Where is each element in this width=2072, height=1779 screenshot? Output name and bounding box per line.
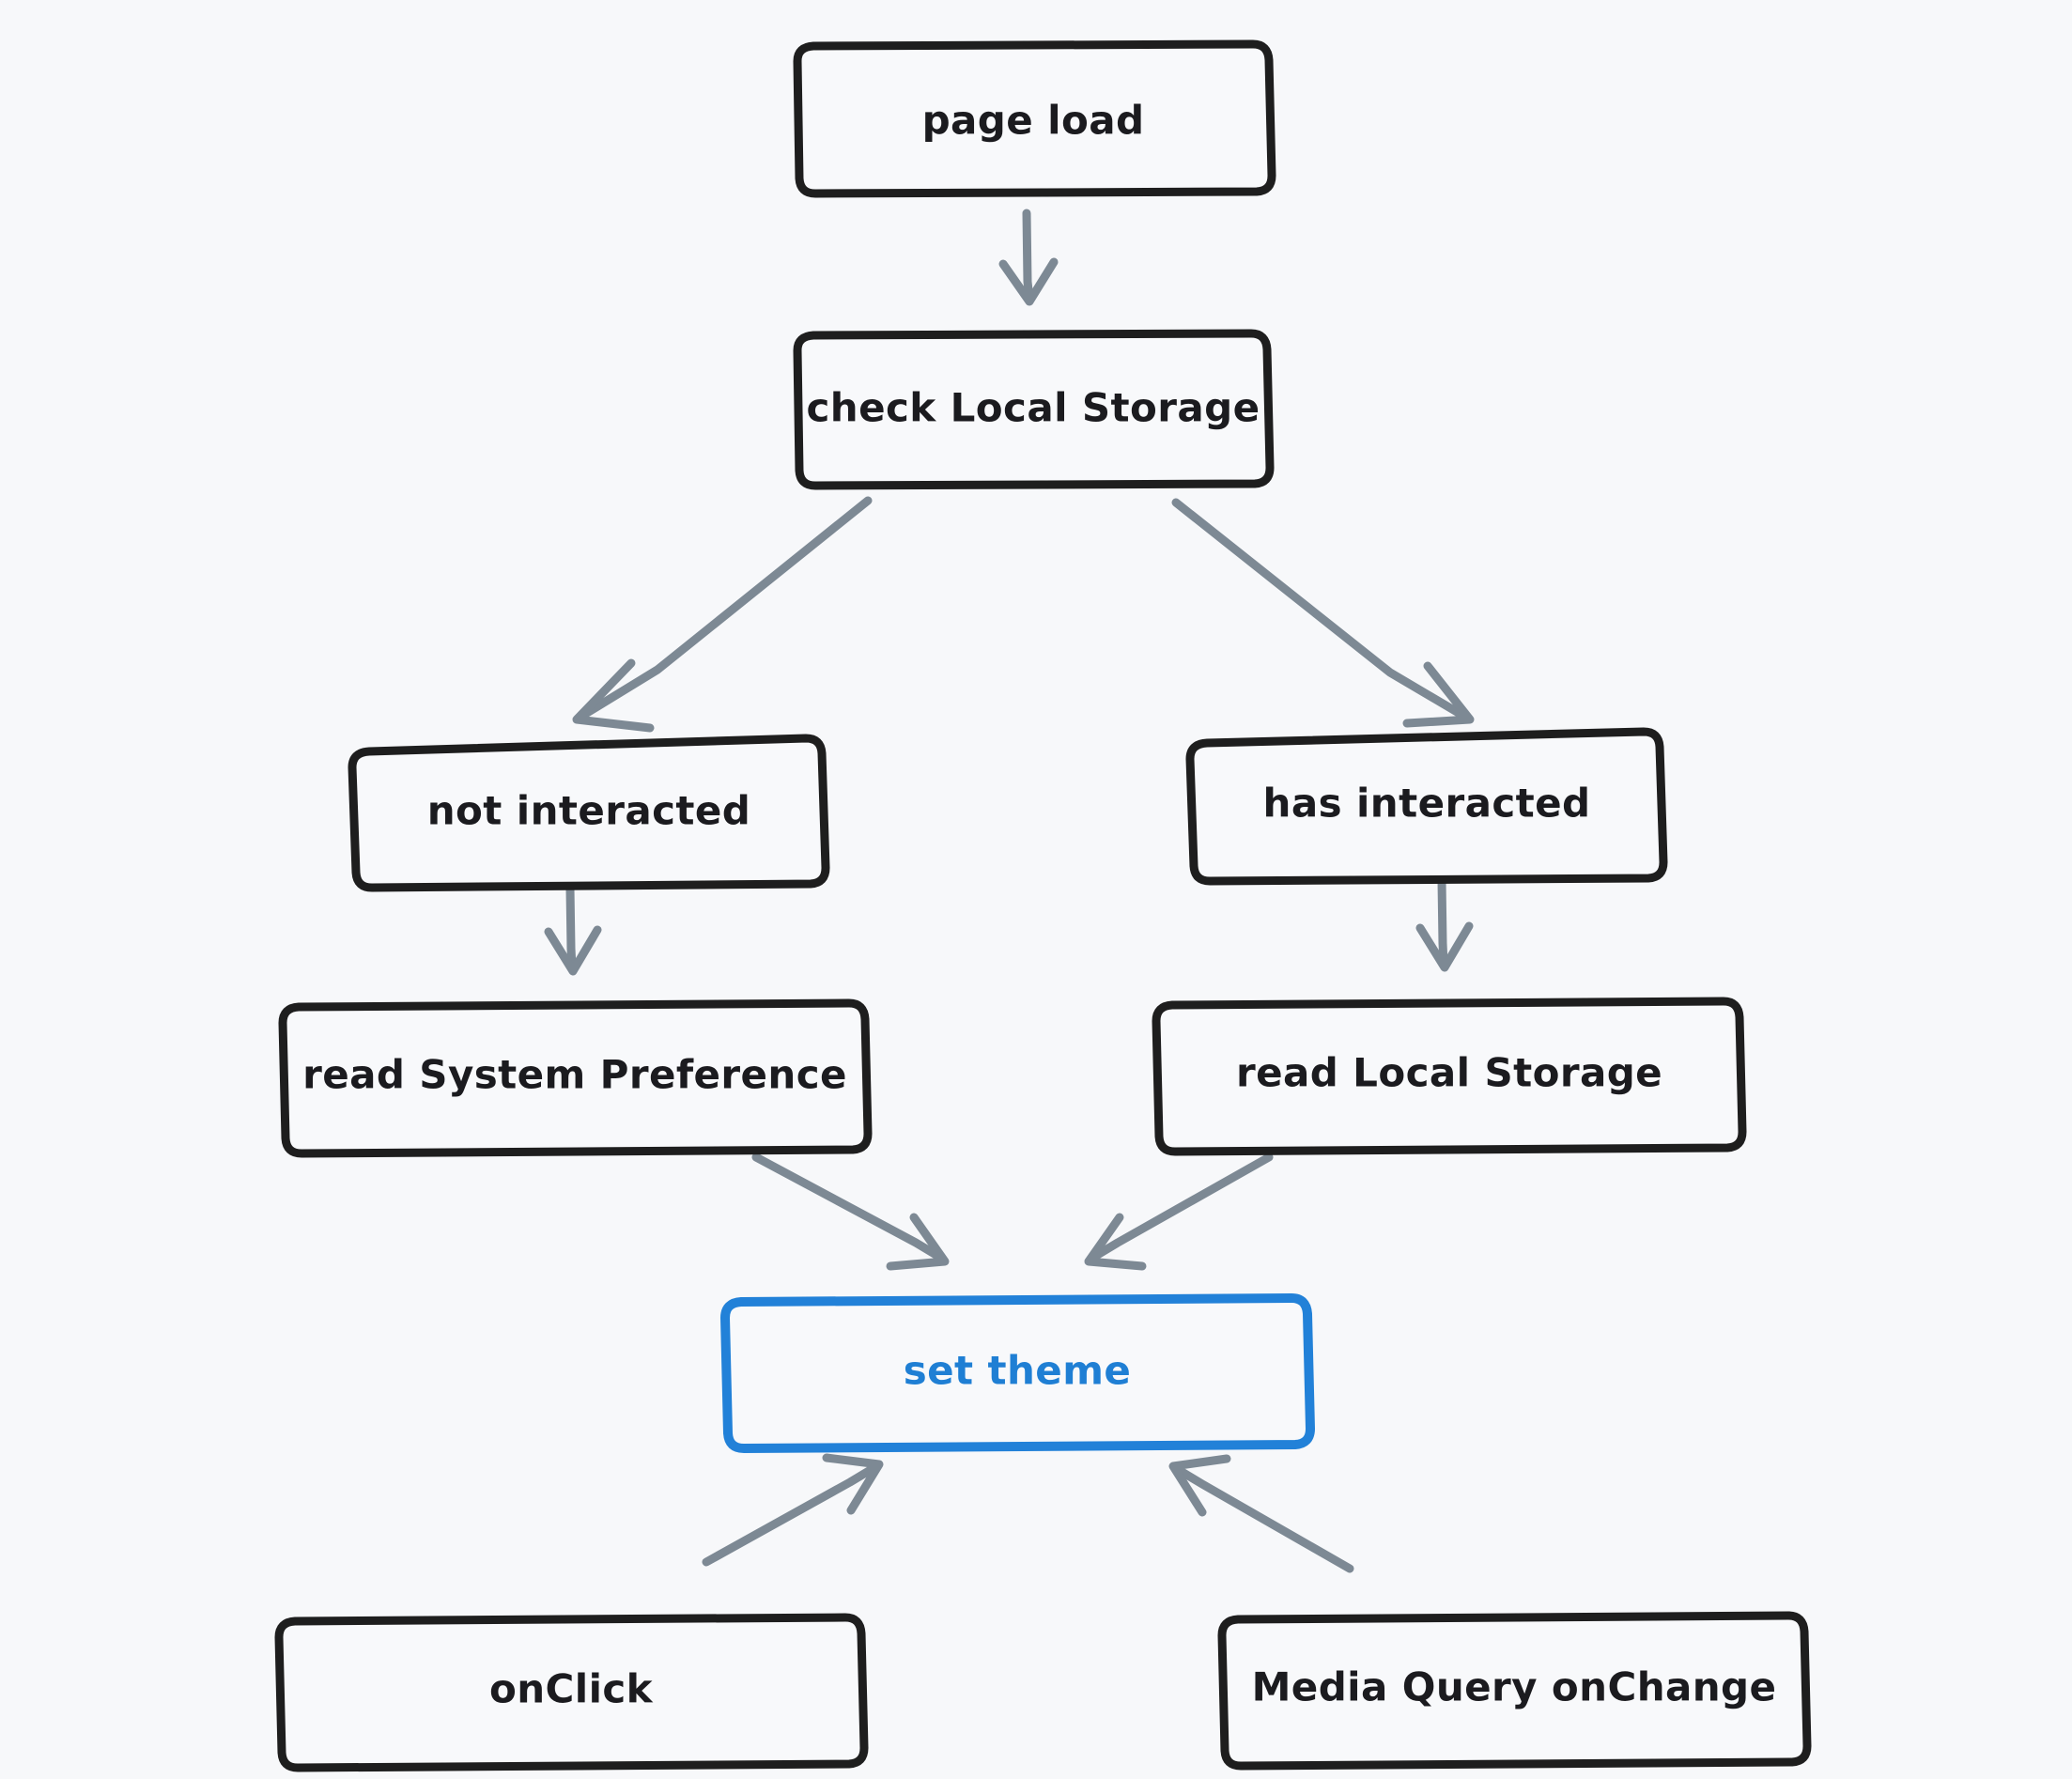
node-read-system-preference-label: read System Preference <box>302 1052 847 1098</box>
node-onclick-label: onClick <box>489 1666 654 1712</box>
node-has-interacted-label: has interacted <box>1263 781 1591 827</box>
edge-page-load-to-check-local-storage <box>998 209 1059 306</box>
edge-not-interacted-to-read-system-preference <box>544 884 602 976</box>
edge-read-system-preference-to-set-theme <box>751 1152 950 1271</box>
node-not-interacted[interactable]: not interacted <box>348 734 830 892</box>
edge-onclick-to-set-theme <box>702 1453 884 1567</box>
node-page-load[interactable]: page load <box>793 39 1276 198</box>
node-read-local-storage-label: read Local Storage <box>1236 1050 1662 1096</box>
node-has-interacted[interactable]: has interacted <box>1185 727 1668 886</box>
node-check-local-storage[interactable]: check Local Storage <box>793 329 1275 490</box>
node-onclick[interactable]: onClick <box>274 1613 869 1772</box>
node-set-theme[interactable]: set theme <box>720 1293 1315 1453</box>
node-media-query-onchange-label: Media Query onChange <box>1252 1664 1777 1710</box>
node-media-query-onchange[interactable]: Media Query onChange <box>1217 1611 1812 1771</box>
edge-read-local-storage-to-set-theme <box>1084 1152 1274 1271</box>
edge-has-interacted-to-read-local-storage <box>1415 876 1474 972</box>
node-read-local-storage[interactable]: read Local Storage <box>1152 997 1747 1156</box>
edge-check-local-storage-to-has-interacted <box>1171 498 1475 728</box>
node-not-interacted-label: not interacted <box>427 788 751 834</box>
node-read-system-preference[interactable]: read System Preference <box>278 998 873 1158</box>
edge-media-query-onchange-to-set-theme <box>1168 1454 1354 1573</box>
edge-check-local-storage-to-not-interacted <box>572 496 873 733</box>
node-set-theme-label: set theme <box>904 1348 1132 1394</box>
node-check-local-storage-label: check Local Storage <box>807 385 1260 431</box>
node-page-load-label: page load <box>922 98 1145 144</box>
